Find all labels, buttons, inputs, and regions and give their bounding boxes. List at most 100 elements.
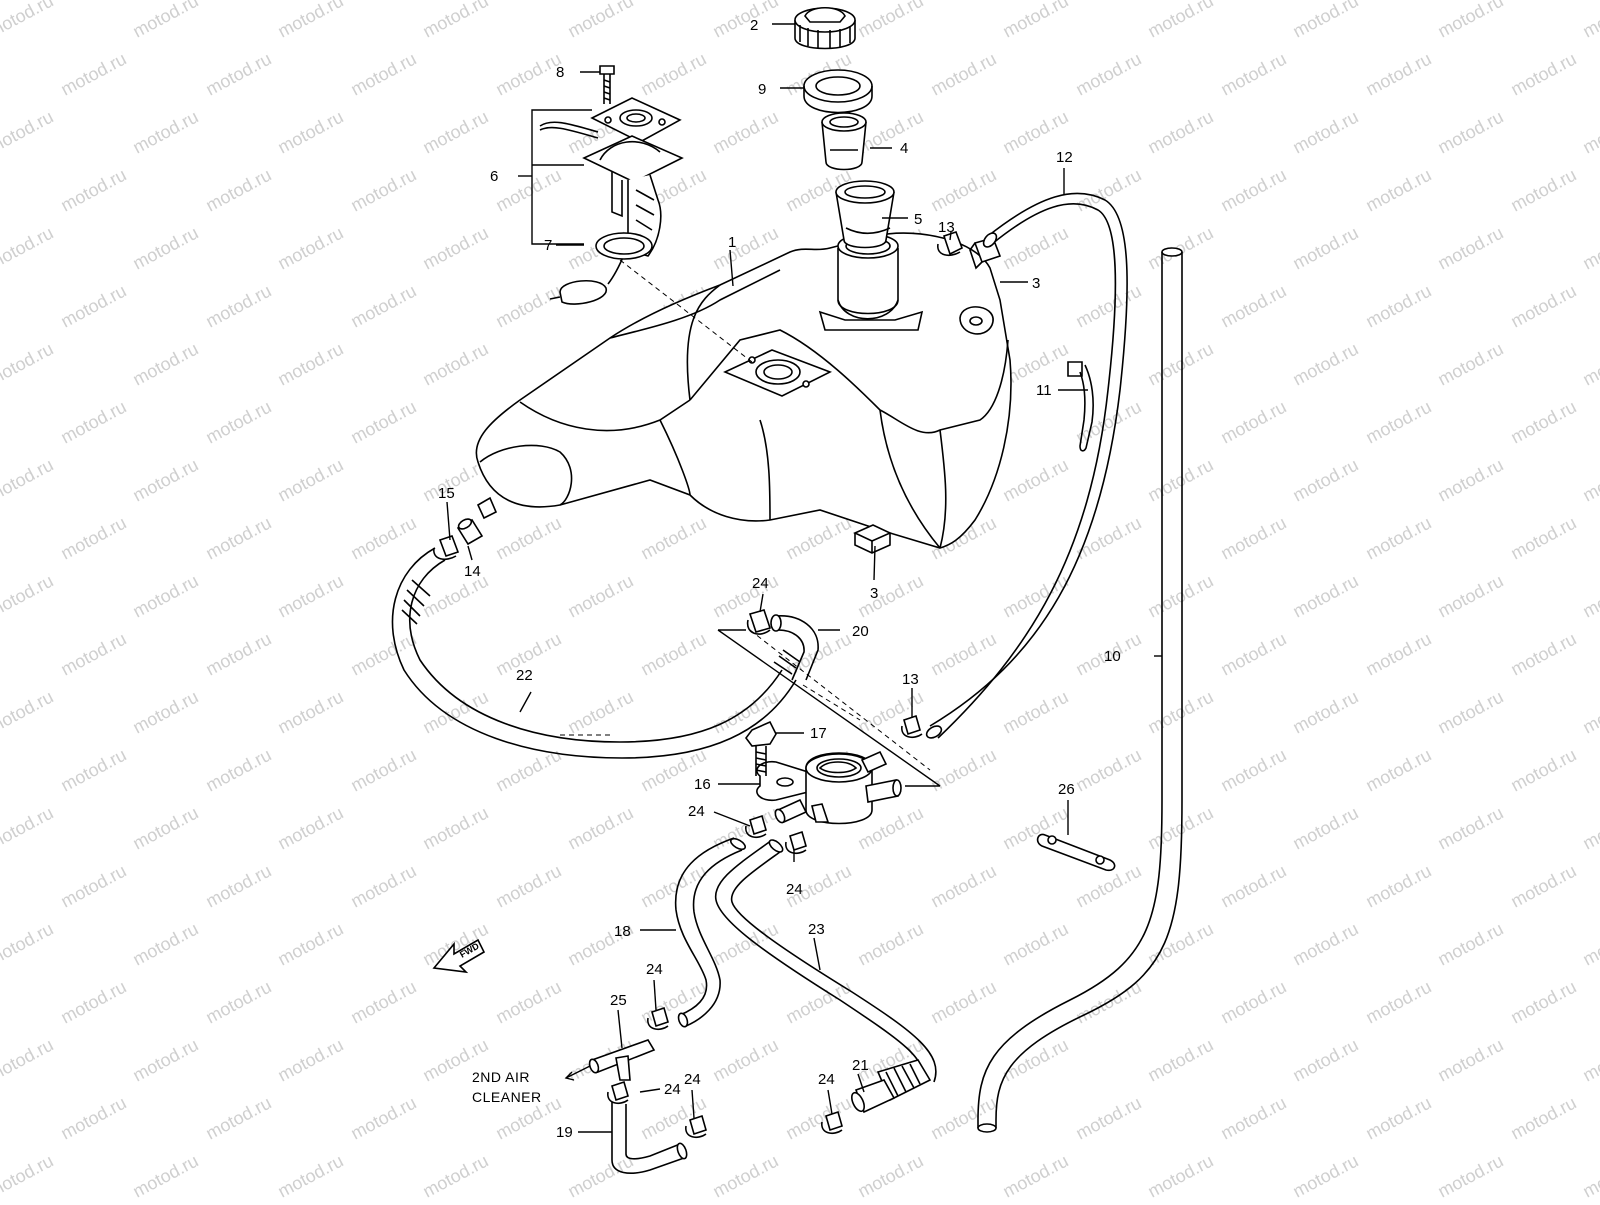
watermark-text: motod.ru xyxy=(1434,223,1506,274)
watermark-text: motod.ru xyxy=(1144,1151,1216,1200)
cable-tie xyxy=(1067,361,1094,452)
callout-3-lower: 3 xyxy=(870,585,878,602)
watermark-text: motod.ru xyxy=(854,1151,926,1200)
callout-24-joint: 24 xyxy=(664,1081,681,1098)
clamp-24-hose19 xyxy=(685,1114,707,1139)
watermark-text: motod.ru xyxy=(1362,1093,1434,1144)
watermark-text: motod.ru xyxy=(419,223,491,274)
watermark-text: motod.ru xyxy=(202,49,274,100)
air-cleaner-arrow xyxy=(565,1065,591,1079)
watermark-text: motod.ru xyxy=(0,107,57,158)
watermark-text: motod.ru xyxy=(1289,919,1361,970)
watermark-text: motod.ru xyxy=(57,629,129,680)
watermark-text: motod.ru xyxy=(637,49,709,100)
watermark-text: motod.ru xyxy=(1072,165,1144,216)
watermark-text: motod.ru xyxy=(274,1151,346,1200)
watermark-text: motod.ru xyxy=(57,397,129,448)
fuel-cap xyxy=(794,6,856,50)
watermark-text: motod.ru xyxy=(1507,397,1579,448)
clamp-24-joint-top xyxy=(647,1006,669,1031)
watermark-text: motod.ru xyxy=(1579,223,1600,274)
callout-22: 22 xyxy=(516,667,533,684)
hose-18 xyxy=(674,837,747,1028)
watermark-text: motod.ru xyxy=(129,571,201,622)
watermark-text: motod.ru xyxy=(274,0,346,42)
watermark-text: motod.ru xyxy=(419,339,491,390)
watermark-text: motod.ru xyxy=(347,977,419,1028)
watermark-text: motod.ru xyxy=(1362,861,1434,912)
callout-24-hose19: 24 xyxy=(684,1071,701,1088)
watermark-text: motod.ru xyxy=(347,165,419,216)
watermark-text: motod.ru xyxy=(419,803,491,854)
watermark-text: motod.ru xyxy=(129,919,201,970)
watermark-text: motod.ru xyxy=(1144,339,1216,390)
callout-24-hose18: 24 xyxy=(646,961,663,978)
watermark-text: motod.ru xyxy=(1362,281,1434,332)
watermark-text: motod.ru xyxy=(1434,0,1506,42)
callout-26: 26 xyxy=(1058,781,1075,798)
watermark-text: motod.ru xyxy=(1144,455,1216,506)
assembly-line-cock xyxy=(802,684,861,721)
watermark-text: motod.ru xyxy=(927,1093,999,1144)
damper-lower xyxy=(853,524,892,554)
fuel-filter-upper xyxy=(821,112,867,171)
watermark-text: motod.ru xyxy=(1434,455,1506,506)
watermark-text: motod.ru xyxy=(1507,165,1579,216)
sender-gasket xyxy=(595,232,653,260)
watermark-text: motod.ru xyxy=(202,629,274,680)
watermark-text: motod.ru xyxy=(0,1035,57,1086)
clamp-24-cock-right xyxy=(785,830,807,855)
watermark-text: motod.ru xyxy=(57,861,129,912)
watermark-text: motod.ru xyxy=(492,977,564,1028)
watermark-text: motod.ru xyxy=(1072,745,1144,796)
watermark-text: motod.ru xyxy=(1579,1035,1600,1086)
watermark-text: motod.ru xyxy=(419,571,491,622)
callout-24-hose20: 24 xyxy=(752,575,769,592)
joint-25 xyxy=(588,1039,656,1081)
callout-17: 17 xyxy=(810,725,827,742)
callout-23: 23 xyxy=(808,921,825,938)
hose-clamp-26 xyxy=(1036,833,1116,872)
watermark-text: motod.ru xyxy=(1579,803,1600,854)
watermark-text: motod.ru xyxy=(202,397,274,448)
watermark-text: motod.ru xyxy=(0,223,57,274)
callout-5: 5 xyxy=(914,211,922,228)
watermark-text: motod.ru xyxy=(1362,165,1434,216)
watermark-text: motod.ru xyxy=(129,0,201,42)
callout-8: 8 xyxy=(556,64,564,81)
clamp-24-cock-left xyxy=(745,814,767,839)
watermark-text: motod.ru xyxy=(1072,1093,1144,1144)
watermark-text: motod.ru xyxy=(927,977,999,1028)
watermark-text: motod.ru xyxy=(709,1035,781,1086)
watermark-text: motod.ru xyxy=(564,803,636,854)
hose-joint-21 xyxy=(851,1059,932,1114)
callout-numbers: 1 2 3 3 4 5 6 7 8 9 10 11 12 13 13 14 15… xyxy=(438,17,1121,1141)
bolt-17 xyxy=(745,720,777,776)
watermark-text: motod.ru xyxy=(129,687,201,738)
watermark-text: motod.ru xyxy=(927,861,999,912)
watermark-text: motod.ru xyxy=(1507,513,1579,564)
watermark-text: motod.ru xyxy=(1507,977,1579,1028)
watermark-text: motod.ru xyxy=(637,861,709,912)
callout-25: 25 xyxy=(610,992,627,1009)
air-cleaner-note-line2: CLEANER xyxy=(472,1089,542,1105)
watermark-text: motod.ru xyxy=(1289,687,1361,738)
watermark-text: motod.ru xyxy=(1289,1035,1361,1086)
hose-20 xyxy=(770,614,819,681)
clamp-15 xyxy=(433,534,460,561)
watermark-text: motod.ru xyxy=(1362,745,1434,796)
watermark-text: motod.ru xyxy=(57,977,129,1028)
watermark-text: motod.ru xyxy=(1217,397,1289,448)
callout-6: 6 xyxy=(490,168,498,185)
watermark-text: motod.ru xyxy=(1144,107,1216,158)
clamp-13-lower xyxy=(901,714,923,739)
watermark-text: motod.ru xyxy=(347,49,419,100)
callout-20: 20 xyxy=(852,623,869,640)
watermark-text: motod.ru xyxy=(1289,1151,1361,1200)
watermark-text: motod.ru xyxy=(1289,0,1361,42)
watermark-text: motod.ru xyxy=(129,107,201,158)
watermark-text: motod.ru xyxy=(999,571,1071,622)
callout-11: 11 xyxy=(1036,382,1052,399)
